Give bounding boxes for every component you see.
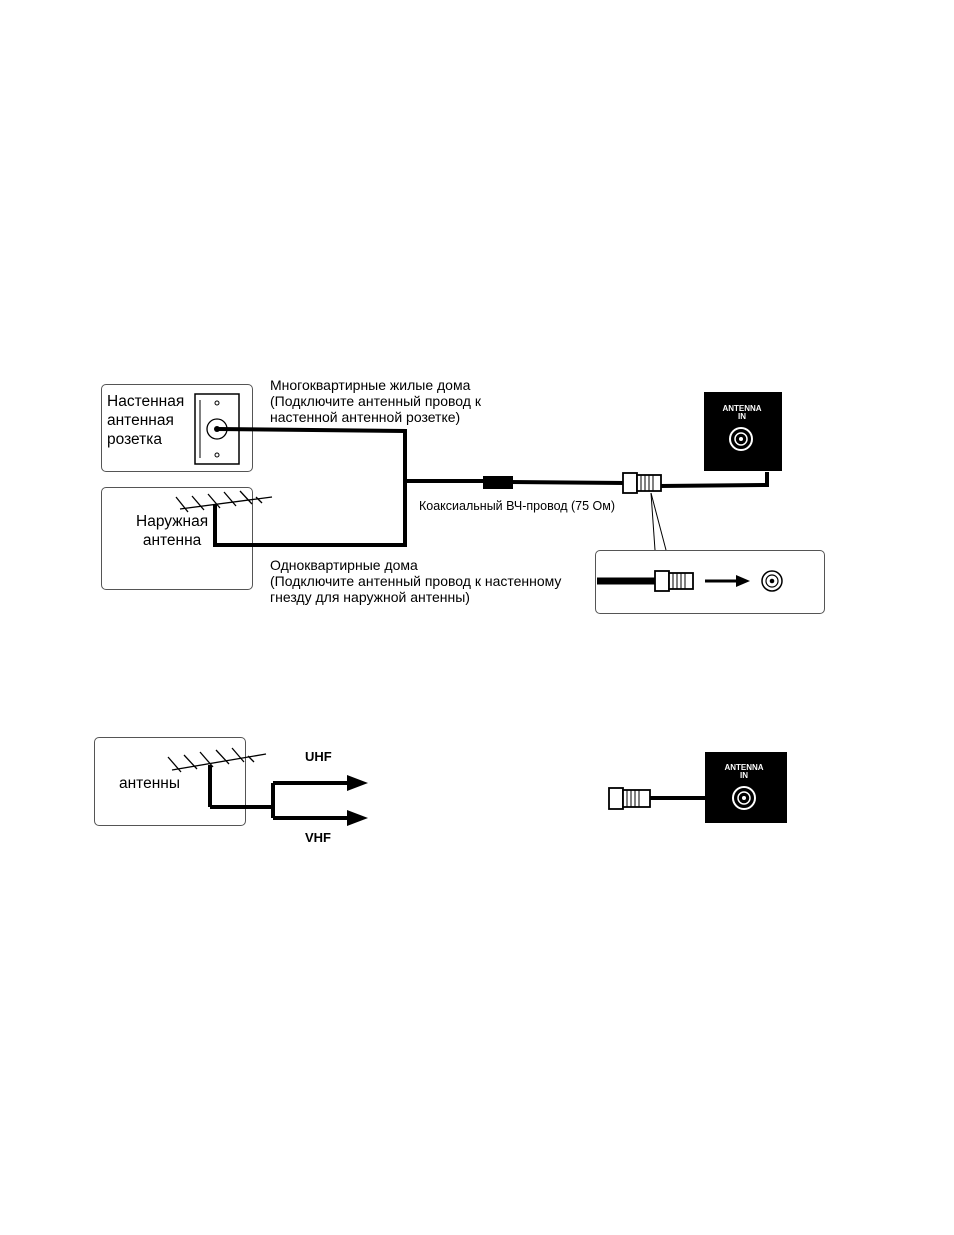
uhf-label: UHF <box>305 749 332 764</box>
vhf-label: VHF <box>305 830 331 845</box>
single-homes-text-line-1: Одноквартирные дома <box>270 557 561 573</box>
apartments-text: Многоквартирные жилые дома (Подключите а… <box>270 377 481 425</box>
apartments-text-line-1: Многоквартирные жилые дома <box>270 377 481 393</box>
tv-jack-label-1: ANTENNA IN <box>716 405 768 421</box>
outdoor-antenna-label: Наружная антенна <box>136 512 208 550</box>
antenna-jack-icon-2 <box>733 787 755 809</box>
single-homes-text-line-3: гнезду для наружной антенны) <box>270 589 561 605</box>
single-homes-text: Одноквартирные дома (Подключите антенный… <box>270 557 561 605</box>
detail-cable <box>597 571 693 591</box>
antenna-icon-2 <box>168 748 266 807</box>
coax-label: Коаксиальный ВЧ-провод (75 Ом) <box>419 498 615 514</box>
tv-jack-label-line-2: IN <box>716 413 768 421</box>
antenna-label-2: антенны <box>119 774 180 793</box>
single-homes-text-line-2: (Подключите антенный провод к настенному <box>270 573 561 589</box>
antenna-jack-icon-1 <box>730 428 752 450</box>
tv-jack-label-2-line-2: IN <box>718 772 770 780</box>
splitter-lines <box>210 783 350 818</box>
wall-outlet-label-line-2: антенная <box>107 411 184 430</box>
outdoor-antenna-label-line-2: антенна <box>136 531 208 550</box>
wall-outlet-label-line-1: Настенная <box>107 392 184 411</box>
apartments-text-line-2: (Подключите антенный провод к <box>270 393 481 409</box>
coax-plug-icon-2 <box>609 788 650 809</box>
arrow-right-icon <box>705 575 750 587</box>
detail-jack-icon <box>762 571 782 591</box>
ferrite-core <box>483 476 513 489</box>
uhf-arrow-icon <box>347 775 368 791</box>
vhf-arrow-icon <box>347 810 368 826</box>
apartments-text-line-3: настенной антенной розетке) <box>270 409 481 425</box>
coax-plug-icon <box>623 473 661 493</box>
detail-callout-lines <box>651 493 666 550</box>
tv-jack-label-2: ANTENNA IN <box>718 764 770 780</box>
wall-outlet-label: Настенная антенная розетка <box>107 392 184 449</box>
outdoor-antenna-label-line-1: Наружная <box>136 512 208 531</box>
wall-outlet-label-line-3: розетка <box>107 430 184 449</box>
